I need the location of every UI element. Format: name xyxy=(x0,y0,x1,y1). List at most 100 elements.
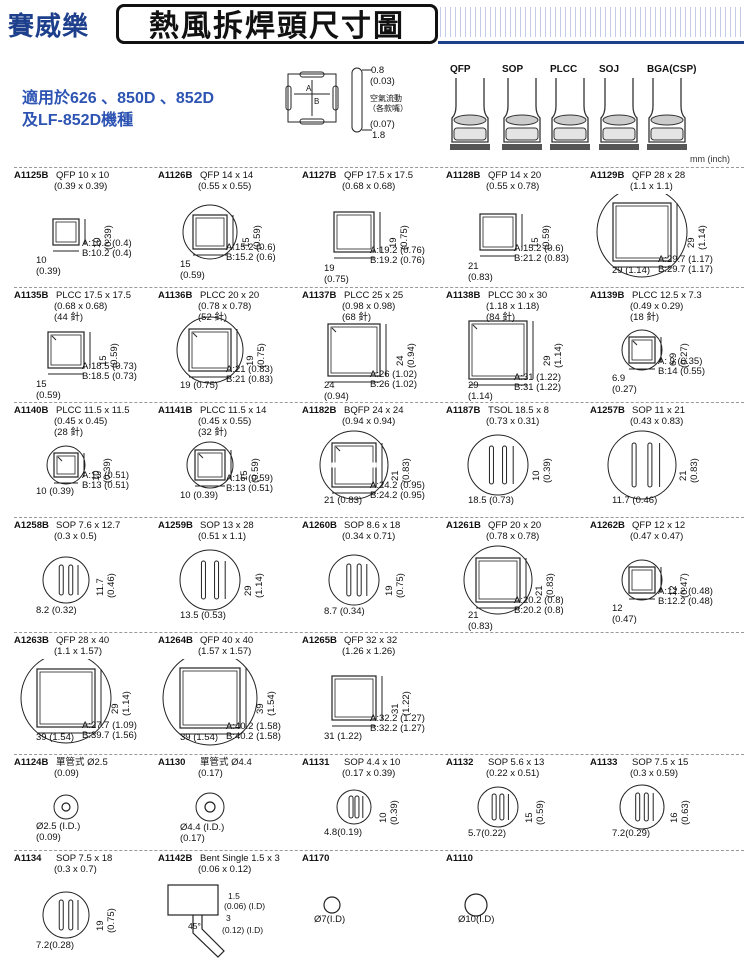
bent-nozzle-drawing xyxy=(167,884,225,958)
dimension-b: B:26 (1.02) xyxy=(370,379,417,390)
dimension-b: B:40.2 (1.58) xyxy=(226,731,281,742)
dimension-b: B:39.7 (1.56) xyxy=(82,730,137,741)
nozzle-type-label: PLCC xyxy=(550,64,578,75)
nozzle-spec: 單管式 Ø2.5 xyxy=(56,757,108,768)
qfp-nozzle-drawing xyxy=(479,213,523,257)
nozzle-spec-inch: (0.78 x 0.78) xyxy=(486,531,540,542)
bottom-dimension-inch: (0.17) xyxy=(180,833,205,844)
bottom-dimension-inch: (0.27) xyxy=(612,384,637,395)
bottom-dimension: 6.9 xyxy=(612,373,626,384)
nozzle-code: A1264B xyxy=(158,635,193,646)
bottom-dimension: 10 (0.39) xyxy=(36,486,75,497)
dimension-a: A:29.7 (1.17) xyxy=(658,254,713,265)
bottom-dimension-inch: (0.83) xyxy=(468,272,493,283)
nozzle-spec-inch: (0.78 x 0.78) xyxy=(198,301,252,312)
nozzle-spec: SOP 11 x 21 xyxy=(632,405,685,416)
dimension-b: B:10.2 (0.4) xyxy=(82,248,132,259)
side-dimension: 11.7 xyxy=(95,578,106,596)
nozzle-code: A1182B xyxy=(302,405,337,416)
bottom-dimension: 29 xyxy=(468,380,479,391)
side-dimension: 29 xyxy=(686,237,697,248)
nozzle-spec-inch: (0.39 x 0.39) xyxy=(54,181,108,192)
nozzle-code: A1127B xyxy=(302,170,337,181)
nozzle-spec-inch: (0.45 x 0.45) xyxy=(54,416,108,427)
dimension-a: A:15.2 (0.6) xyxy=(226,242,276,253)
sop-nozzle-drawing xyxy=(179,549,241,611)
nozzle-spec-inch: (0.73 x 0.31) xyxy=(486,416,540,427)
nozzle-code: A1260B xyxy=(302,520,337,531)
plcc-nozzle-drawing xyxy=(327,323,387,383)
bottom-dimension-inch: (0.59) xyxy=(36,390,61,401)
nozzle-spec: QFP 10 x 10 xyxy=(56,170,110,181)
nozzle-spec-inch: (0.55 x 0.78) xyxy=(486,181,540,192)
nozzle-code: A1259B xyxy=(158,520,193,531)
nozzle-diagram: 0.8 (0.03) 空氣流動 （各款嘴） (0.07) 1.8 A B xyxy=(280,64,430,149)
row-separator xyxy=(14,167,744,168)
nozzle-code: A1128B xyxy=(446,170,481,181)
side-dimension: 15 xyxy=(524,812,535,823)
dimension-a: A:31 (1.22) xyxy=(514,372,561,383)
dimension-b: B:20.2 (0.8) xyxy=(514,605,564,616)
row-separator xyxy=(14,402,744,403)
tsol-nozzle-drawing xyxy=(467,434,529,496)
dimension-a: A:12.2 (0.48) xyxy=(658,586,713,597)
bottom-dimension: 5.7(0.22) xyxy=(468,828,507,839)
dimension-b: B:24.2 (0.95) xyxy=(370,490,425,501)
diagram-airflow-note: （各款嘴） xyxy=(368,104,408,113)
nozzle-code: A1130 xyxy=(158,757,186,768)
side-dimension: 21 xyxy=(678,470,689,481)
nozzle-code: A1140B xyxy=(14,405,49,416)
applicable-models: 適用於626 、850D 、852D 及LF-852D機種 xyxy=(22,88,214,132)
row-separator xyxy=(14,632,744,633)
nozzle-spec-inch: (0.3 x 0.7) xyxy=(54,864,97,875)
nozzle-spec-inch: (0.94 x 0.94) xyxy=(342,416,396,427)
nozzle-profile-icon xyxy=(550,78,590,150)
side-dimension: 39 xyxy=(255,703,266,714)
nozzle-pin-count: (84 針) xyxy=(486,312,516,323)
nozzle-spec-inch: (0.34 x 0.71) xyxy=(342,531,396,542)
plcc-nozzle-drawing xyxy=(46,445,86,485)
bottom-dimension-inch: (1.14) xyxy=(468,391,493,402)
bottom-dimension: 10 (0.39) xyxy=(180,490,219,501)
nozzle-spec-inch: (1.1 x 1.57) xyxy=(54,646,103,657)
bent-dimension: 3 xyxy=(226,913,231,923)
bottom-dimension: 18.5 (0.73) xyxy=(468,495,514,506)
nozzle-pin-count: (68 針) xyxy=(342,312,372,323)
side-dimension: 19 xyxy=(384,585,395,596)
bottom-dimension-inch: (0.47) xyxy=(612,614,637,625)
nozzle-spec: PLCC 17.5 x 17.5 xyxy=(56,290,131,301)
dimension-a: A:18.5 (0.73) xyxy=(82,361,137,372)
side-dimension: 29 xyxy=(110,703,121,714)
nozzle-spec: QFP 17.5 x 17.5 xyxy=(344,170,414,181)
bottom-dimension: 7.2(0.29) xyxy=(612,828,651,839)
side-dimension-inch: (0.63) xyxy=(680,800,691,825)
units-note: mm (inch) xyxy=(690,154,730,164)
nozzle-pin-count: (18 針) xyxy=(630,312,660,323)
qfp-nozzle-drawing xyxy=(20,659,112,744)
nozzle-spec-inch: (0.49 x 0.29) xyxy=(630,301,684,312)
nozzle-spec: PLCC 30 x 30 xyxy=(488,290,548,301)
bottom-dimension: 4.8(0.19) xyxy=(324,827,363,838)
dimension-b: B:32.2 (1.27) xyxy=(370,723,425,734)
bottom-dimension: 15 xyxy=(36,379,47,390)
nozzle-code: A1139B xyxy=(590,290,625,301)
diagram-d1-inch: (0.03) xyxy=(370,76,395,87)
